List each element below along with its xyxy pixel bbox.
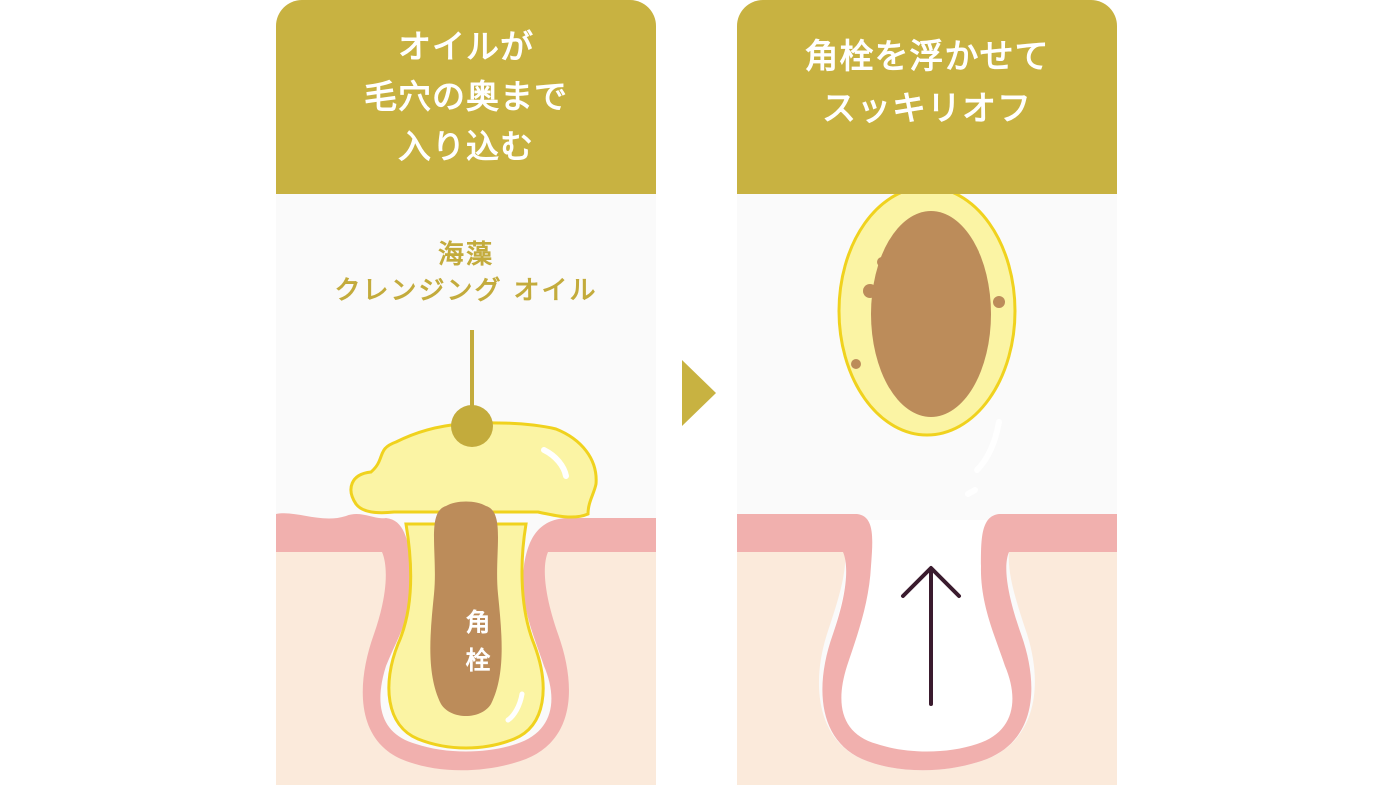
oil-label: 海藻 クレンジング オイル	[276, 237, 656, 309]
step-2-illustration	[737, 194, 1117, 785]
step-2-header: 角栓を浮かせて スッキリオフ	[737, 0, 1117, 194]
sebum-plug	[430, 501, 502, 716]
skin-surface	[276, 513, 656, 771]
sebum-plug-lifted	[871, 211, 991, 417]
oil-label-line-2: クレンジング オイル	[334, 276, 598, 306]
step-1-header: オイルが 毛穴の奥まで 入り込む	[276, 0, 656, 194]
empty-pore-illustration	[737, 194, 1117, 785]
oil-highlight-2	[505, 691, 525, 723]
dirt-dot	[863, 284, 877, 298]
pore-with-oil-illustration	[276, 330, 656, 785]
step-panel-plug-lifted: 角栓を浮かせて スッキリオフ	[737, 0, 1117, 785]
step-2-title-line-1: 角栓を浮かせて	[804, 37, 1050, 77]
skin-layer	[737, 552, 1117, 785]
step-1-title-line-1: オイルが	[398, 27, 534, 66]
step-panel-oil-penetrates: オイルが 毛穴の奥まで 入り込む	[276, 0, 656, 785]
dirt-dot	[900, 229, 908, 237]
play-triangle-icon	[682, 360, 716, 426]
plug-label: 角 栓	[456, 604, 500, 680]
oil-blob-surface	[349, 421, 598, 519]
plug-label-line-2: 栓	[465, 646, 491, 675]
plug-label-line-1: 角	[465, 608, 491, 637]
step-1-title-line-2: 毛穴の奥まで	[364, 77, 568, 116]
step-2-title-line-2: スッキリオフ	[822, 89, 1032, 129]
capsule-highlight-1	[974, 419, 1002, 473]
dirt-dot	[851, 359, 861, 369]
dirt-dot	[969, 248, 979, 258]
step-1-illustration: 海藻 クレンジング オイル 角 栓	[276, 194, 656, 785]
oil-highlight-1	[541, 447, 569, 479]
empty-pore	[826, 520, 1026, 761]
oil-label-line-1: 海藻	[437, 240, 494, 270]
label-leader-dot	[451, 405, 493, 447]
dirt-dot	[937, 232, 951, 246]
dirt-dot	[993, 296, 1005, 308]
dirt-dot	[877, 257, 887, 267]
capsule-highlight-2	[965, 487, 978, 497]
step-1-title-line-3: 入り込む	[398, 127, 534, 166]
arrow-up-icon	[901, 566, 961, 706]
skin-surface	[737, 514, 1117, 771]
